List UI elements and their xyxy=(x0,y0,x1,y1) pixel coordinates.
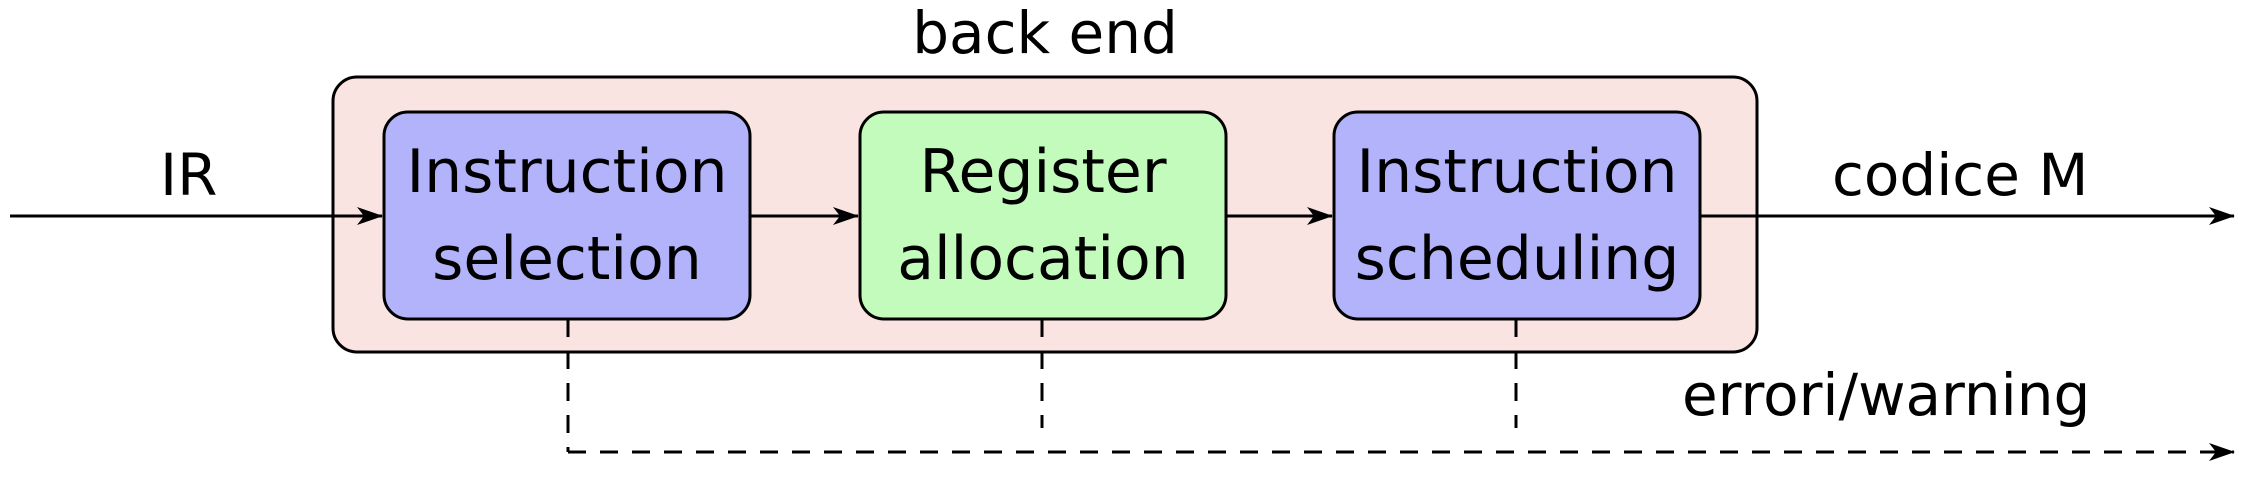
stage-line: Instruction xyxy=(1356,136,1678,207)
back-end-title: back end xyxy=(912,0,1178,67)
error-label: errori/warning xyxy=(1682,361,2091,429)
stage-line: Instruction xyxy=(406,136,728,207)
output-label: codice M xyxy=(1832,141,2089,209)
stage-line: scheduling xyxy=(1354,223,1680,294)
stage-line: allocation xyxy=(897,223,1189,294)
stage-line: Register xyxy=(919,136,1167,207)
instruction-selection-label: Instruction selection xyxy=(384,112,750,319)
instruction-scheduling-label: Instruction scheduling xyxy=(1334,112,1700,319)
register-allocation-label: Register allocation xyxy=(860,112,1226,319)
input-label: IR xyxy=(160,141,218,209)
stage-line: selection xyxy=(432,223,702,294)
